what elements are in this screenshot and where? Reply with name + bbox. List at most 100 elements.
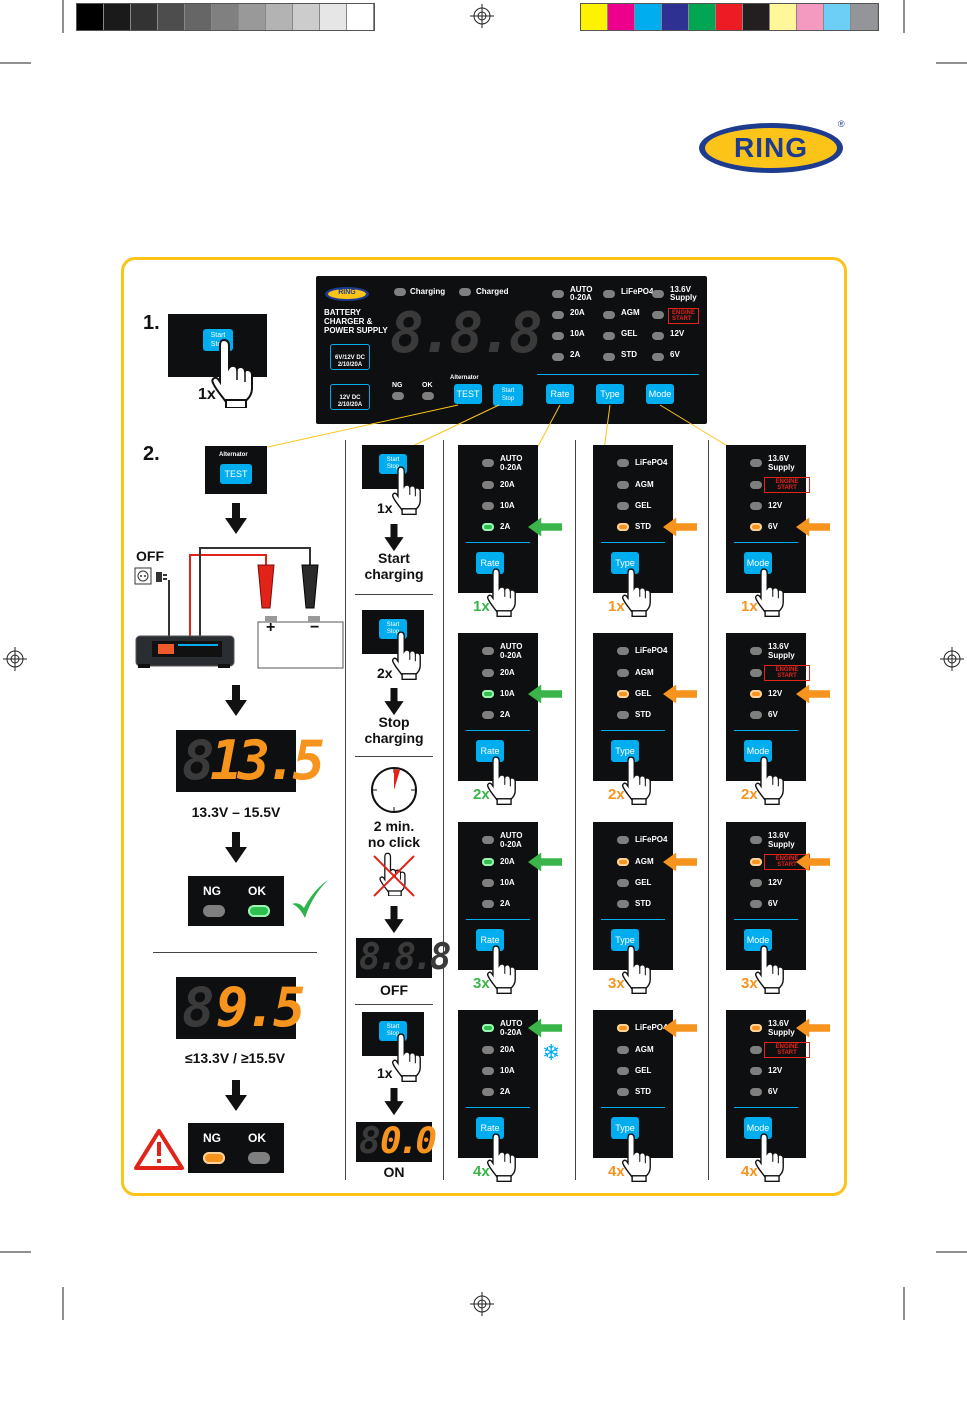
color-swatch bbox=[266, 4, 293, 30]
card-divider-line bbox=[601, 542, 665, 543]
ok-led bbox=[248, 1152, 270, 1164]
color-swatch bbox=[104, 4, 131, 30]
ng-led-orange bbox=[203, 1152, 225, 1164]
mode-press-count: 2x bbox=[741, 786, 758, 803]
rate-led bbox=[482, 900, 494, 908]
ng-led bbox=[392, 392, 404, 400]
type-option-label: STD bbox=[621, 350, 637, 359]
pointer-arrow-icon bbox=[663, 1018, 697, 1038]
row-divider bbox=[355, 594, 433, 595]
rate-led bbox=[482, 459, 494, 467]
rate-led bbox=[482, 647, 494, 655]
mode-press-count: 4x bbox=[741, 1163, 758, 1180]
type-led bbox=[617, 459, 629, 467]
rate-option-label: 2A bbox=[500, 1087, 511, 1096]
alternator-test-button[interactable]: TEST bbox=[220, 464, 252, 484]
column-divider bbox=[443, 440, 444, 1180]
ring-logo-text: RING bbox=[734, 132, 808, 163]
mode-button[interactable]: Mode bbox=[646, 384, 674, 404]
pointing-hand-icon bbox=[621, 1132, 653, 1182]
registration-target-top bbox=[470, 4, 494, 28]
rate-option-label: 2A bbox=[500, 899, 511, 908]
type-led bbox=[617, 711, 629, 719]
color-swatch bbox=[689, 4, 716, 30]
mode-led bbox=[750, 647, 762, 655]
pointer-arrow-icon bbox=[528, 517, 562, 537]
registration-target-right bbox=[940, 647, 964, 671]
mode-led-active bbox=[750, 858, 762, 866]
color-swatch bbox=[293, 4, 320, 30]
color-swatch bbox=[851, 4, 878, 30]
type-option-label: AGM bbox=[635, 1045, 654, 1054]
rate-led bbox=[482, 1046, 494, 1054]
type-option-label: AGM bbox=[621, 308, 640, 317]
rate-led bbox=[482, 711, 494, 719]
rate-button[interactable]: Rate bbox=[546, 384, 574, 404]
mode-led bbox=[750, 711, 762, 719]
color-swatch bbox=[212, 4, 239, 30]
mode-led bbox=[750, 1088, 762, 1096]
voltage-reading-ok: 13.5 bbox=[210, 729, 325, 792]
type-button[interactable]: Type bbox=[596, 384, 624, 404]
rate-press-count: 1x bbox=[473, 598, 490, 615]
pointing-hand-icon bbox=[754, 944, 786, 994]
pointing-hand-icon bbox=[486, 1132, 518, 1182]
charged-label: Charged bbox=[476, 287, 509, 296]
mode-option-label: 6V bbox=[768, 522, 778, 531]
rate-option-label: 10A bbox=[500, 1066, 515, 1075]
charging-label: Charging bbox=[410, 287, 446, 296]
type-press-count: 2x bbox=[608, 786, 625, 803]
stop-press-count: 2x bbox=[377, 665, 393, 681]
card-divider-line bbox=[601, 919, 665, 920]
display-off-digits: 8.8.8 bbox=[359, 937, 451, 978]
mode-led bbox=[652, 290, 664, 298]
color-swatch bbox=[158, 4, 185, 30]
step-2-number: 2. bbox=[143, 443, 160, 465]
type-led bbox=[617, 836, 629, 844]
device-ring-logo-text: RING bbox=[338, 289, 356, 296]
mode-option-label: 6V bbox=[768, 1087, 778, 1096]
section-divider bbox=[153, 952, 317, 953]
start-press-count: 1x bbox=[377, 500, 393, 516]
pointing-hand-icon bbox=[621, 755, 653, 805]
type-option-label: AGM bbox=[635, 668, 654, 677]
type-option-label: STD bbox=[635, 1087, 651, 1096]
rate-led-active bbox=[482, 858, 494, 866]
type-option-label: GEL bbox=[635, 689, 652, 698]
warning-triangle-icon bbox=[134, 1129, 184, 1170]
pointer-arrow-icon bbox=[663, 517, 697, 537]
rate-option-label: 20A bbox=[500, 480, 515, 489]
pointing-hand-icon bbox=[391, 630, 423, 680]
test-button[interactable]: TEST bbox=[454, 384, 482, 404]
row-divider bbox=[355, 1004, 433, 1005]
down-arrow-icon bbox=[384, 1088, 404, 1116]
check-mark-icon bbox=[292, 880, 328, 918]
type-led bbox=[603, 353, 615, 361]
rate-option-label: 10A bbox=[500, 501, 515, 510]
registration-target-bottom bbox=[470, 1292, 494, 1316]
off-label: OFF bbox=[380, 982, 408, 998]
ok-led-green bbox=[248, 905, 270, 917]
card-divider-line bbox=[466, 542, 530, 543]
type-option-label: LiFePO4 bbox=[635, 646, 668, 655]
rate-led-active bbox=[482, 1024, 494, 1032]
column-divider bbox=[575, 440, 576, 1180]
type-led-active bbox=[617, 690, 629, 698]
color-swatch bbox=[743, 4, 770, 30]
type-option-label: STD bbox=[635, 710, 651, 719]
rate-option-label: 2A bbox=[570, 350, 581, 359]
step-1-number: 1. bbox=[143, 312, 160, 334]
ng-label: NG bbox=[392, 382, 403, 389]
on-label: ON bbox=[383, 1164, 405, 1180]
